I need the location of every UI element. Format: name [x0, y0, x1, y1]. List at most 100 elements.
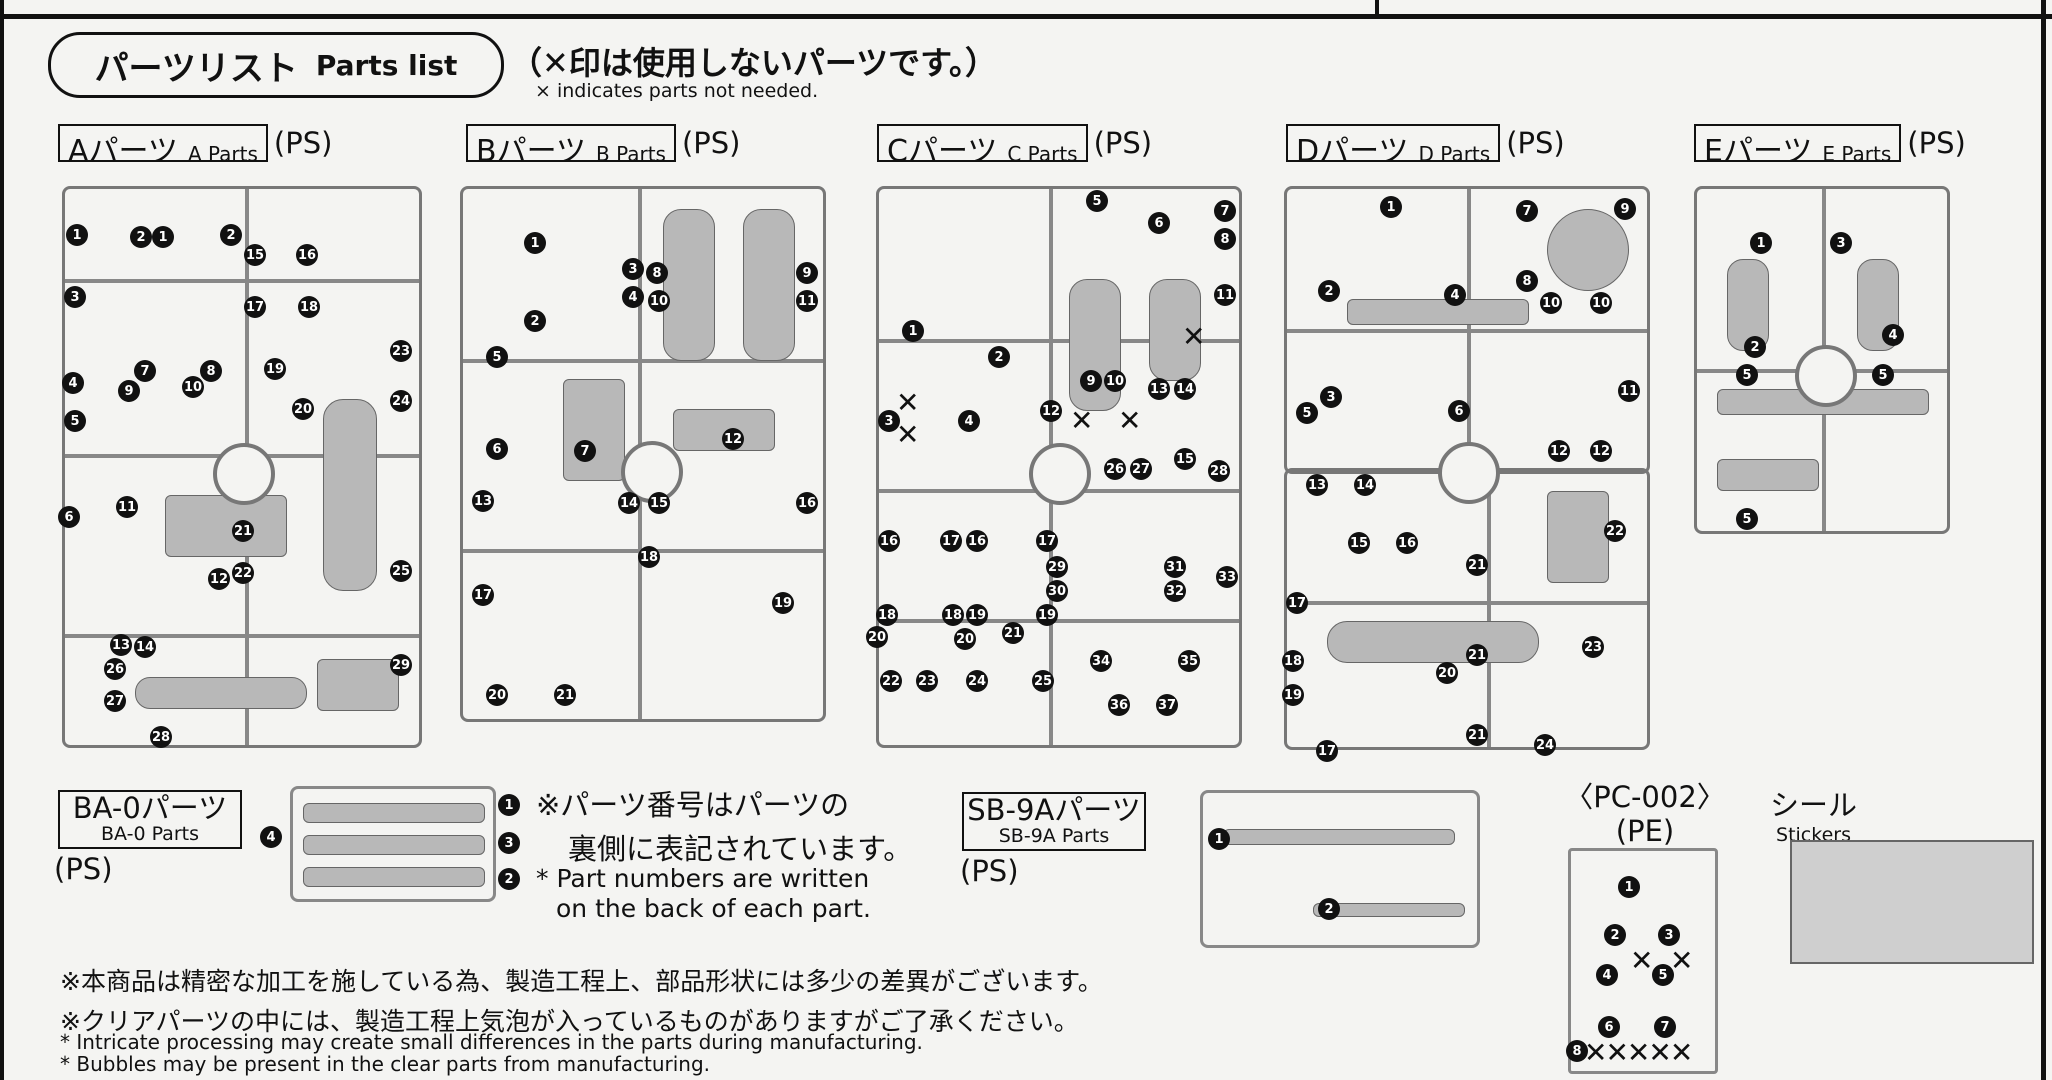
part-number-note-jp-1: ※パーツ番号はパーツの — [536, 788, 850, 822]
a-part-number: 26 — [104, 658, 126, 680]
pe-part-number: 7 — [1654, 1016, 1676, 1038]
ba0-part-number: 4 — [260, 826, 282, 848]
pe-part-number: 2 — [1604, 924, 1626, 946]
c-part-number: 13 — [1148, 378, 1170, 400]
b-part-number: 16 — [796, 492, 818, 514]
a-part-number: 24 — [390, 390, 412, 412]
top-rule-divider — [1375, 0, 1379, 14]
d-part-number: 18 — [1282, 650, 1304, 672]
c-unused-part-cross: ✕ — [896, 418, 920, 451]
ba0-material: (PS) — [54, 852, 113, 886]
runner-a-material: (PS) — [273, 126, 333, 160]
a-part-number: 29 — [390, 654, 412, 676]
d-part-number: 17 — [1286, 592, 1308, 614]
c-part-number: 10 — [1104, 370, 1126, 392]
pe-part-number: 4 — [1596, 964, 1618, 986]
d-part-number: 1 — [1380, 196, 1402, 218]
sb9a-diagram — [1200, 790, 1480, 948]
a-part-number: 17 — [244, 296, 266, 318]
pe-part-number: 1 — [1618, 876, 1640, 898]
c-part-number: 37 — [1156, 694, 1178, 716]
b-part-number: 13 — [472, 490, 494, 512]
a-part-number: 15 — [244, 244, 266, 266]
runner-e-diagram — [1694, 186, 1950, 534]
e-part-number: 5 — [1736, 364, 1758, 386]
a-part-number: 2 — [130, 226, 152, 248]
b-part-number: 7 — [574, 440, 596, 462]
c-part-number: 5 — [1086, 190, 1108, 212]
a-part-number: 28 — [150, 726, 172, 748]
c-part-number: 20 — [866, 626, 888, 648]
c-part-number: 3 — [878, 410, 900, 432]
d-part-number: 21 — [1466, 724, 1488, 746]
d-part-number: 13 — [1306, 474, 1328, 496]
footer-note-en-1: * Intricate processing may create small … — [60, 1030, 923, 1054]
a-part-number: 18 — [298, 296, 320, 318]
ba0-name: BA-0パーツ — [72, 791, 228, 825]
d-part-number: 3 — [1320, 386, 1342, 408]
c-part-number: 19 — [1036, 604, 1058, 626]
c-part-number: 20 — [954, 628, 976, 650]
b-part-number: 17 — [472, 584, 494, 606]
runner-a-name: Aパーツ — [68, 134, 178, 169]
e-part-number: 4 — [1882, 324, 1904, 346]
runner-d-diagram-upper — [1284, 186, 1650, 474]
c-unused-part-cross: ✕ — [1070, 404, 1094, 437]
runner-d-name: Dパーツ — [1296, 134, 1409, 169]
runner-b-name: Bパーツ — [476, 134, 586, 169]
b-part-number: 20 — [486, 684, 508, 706]
runner-d-material: (PS) — [1506, 126, 1565, 160]
runner-c-gate — [1029, 443, 1091, 505]
c-unused-part-cross: ✕ — [896, 386, 920, 419]
c-part-number: 27 — [1130, 458, 1152, 480]
a-part-number: 11 — [116, 496, 138, 518]
runner-d-diagram-lower — [1284, 468, 1650, 750]
unused-parts-note-jp: （✕印は使用しないパーツです。） — [510, 44, 997, 82]
footer-note-jp-2: ※クリアパーツの中には、製造工程上気泡が入っているものがありますがご了承ください… — [60, 1007, 1079, 1036]
runner-d-gate — [1438, 442, 1500, 504]
a-part-number: 22 — [232, 562, 254, 584]
b-part-number: 21 — [554, 684, 576, 706]
c-part-number: 4 — [958, 410, 980, 432]
a-part-number: 16 — [296, 244, 318, 266]
runner-c-name: Cパーツ — [887, 134, 998, 169]
page-frame-left — [0, 0, 4, 1080]
d-part-number: 24 — [1534, 734, 1556, 756]
pe-label: 〈PC-002〉 (PE) — [1560, 780, 1730, 848]
c-part-number: 17 — [940, 530, 962, 552]
c-part-number: 29 — [1046, 556, 1068, 578]
c-part-number: 30 — [1046, 580, 1068, 602]
c-part-number: 31 — [1164, 556, 1186, 578]
d-part-number: 8 — [1516, 270, 1538, 292]
b-part-number: 12 — [722, 428, 744, 450]
a-part-number: 12 — [208, 568, 230, 590]
a-part-number: 25 — [390, 560, 412, 582]
a-part-number: 7 — [134, 360, 156, 382]
c-part-number: 25 — [1032, 670, 1054, 692]
c-part-number: 26 — [1104, 458, 1126, 480]
ba0-part-number: 1 — [498, 794, 520, 816]
b-part-number: 14 — [618, 492, 640, 514]
pe-part-number: 5 — [1652, 964, 1674, 986]
d-part-number: 5 — [1296, 402, 1318, 424]
d-part-number: 15 — [1348, 532, 1370, 554]
a-part-number: 10 — [182, 376, 204, 398]
c-part-number: 16 — [966, 530, 988, 552]
pe-material: (PE) — [1615, 814, 1675, 848]
b-part-number: 3 — [622, 258, 644, 280]
b-part-number: 8 — [646, 262, 668, 284]
runner-a-diagram — [62, 186, 422, 748]
pe-unused-part-cross: ✕ — [1630, 944, 1654, 977]
pe-unused-part-crosses: ✕✕✕✕✕ — [1584, 1036, 1693, 1069]
d-part-number: 11 — [1618, 380, 1640, 402]
ba0-part-number: 3 — [498, 832, 520, 854]
c-part-number: 14 — [1174, 378, 1196, 400]
c-part-number: 2 — [988, 346, 1010, 368]
stickers-label: シール Stickers — [1770, 782, 1857, 846]
c-unused-part-cross: ✕ — [1182, 320, 1206, 353]
d-part-number: 14 — [1354, 474, 1376, 496]
e-part-number: 5 — [1736, 508, 1758, 530]
